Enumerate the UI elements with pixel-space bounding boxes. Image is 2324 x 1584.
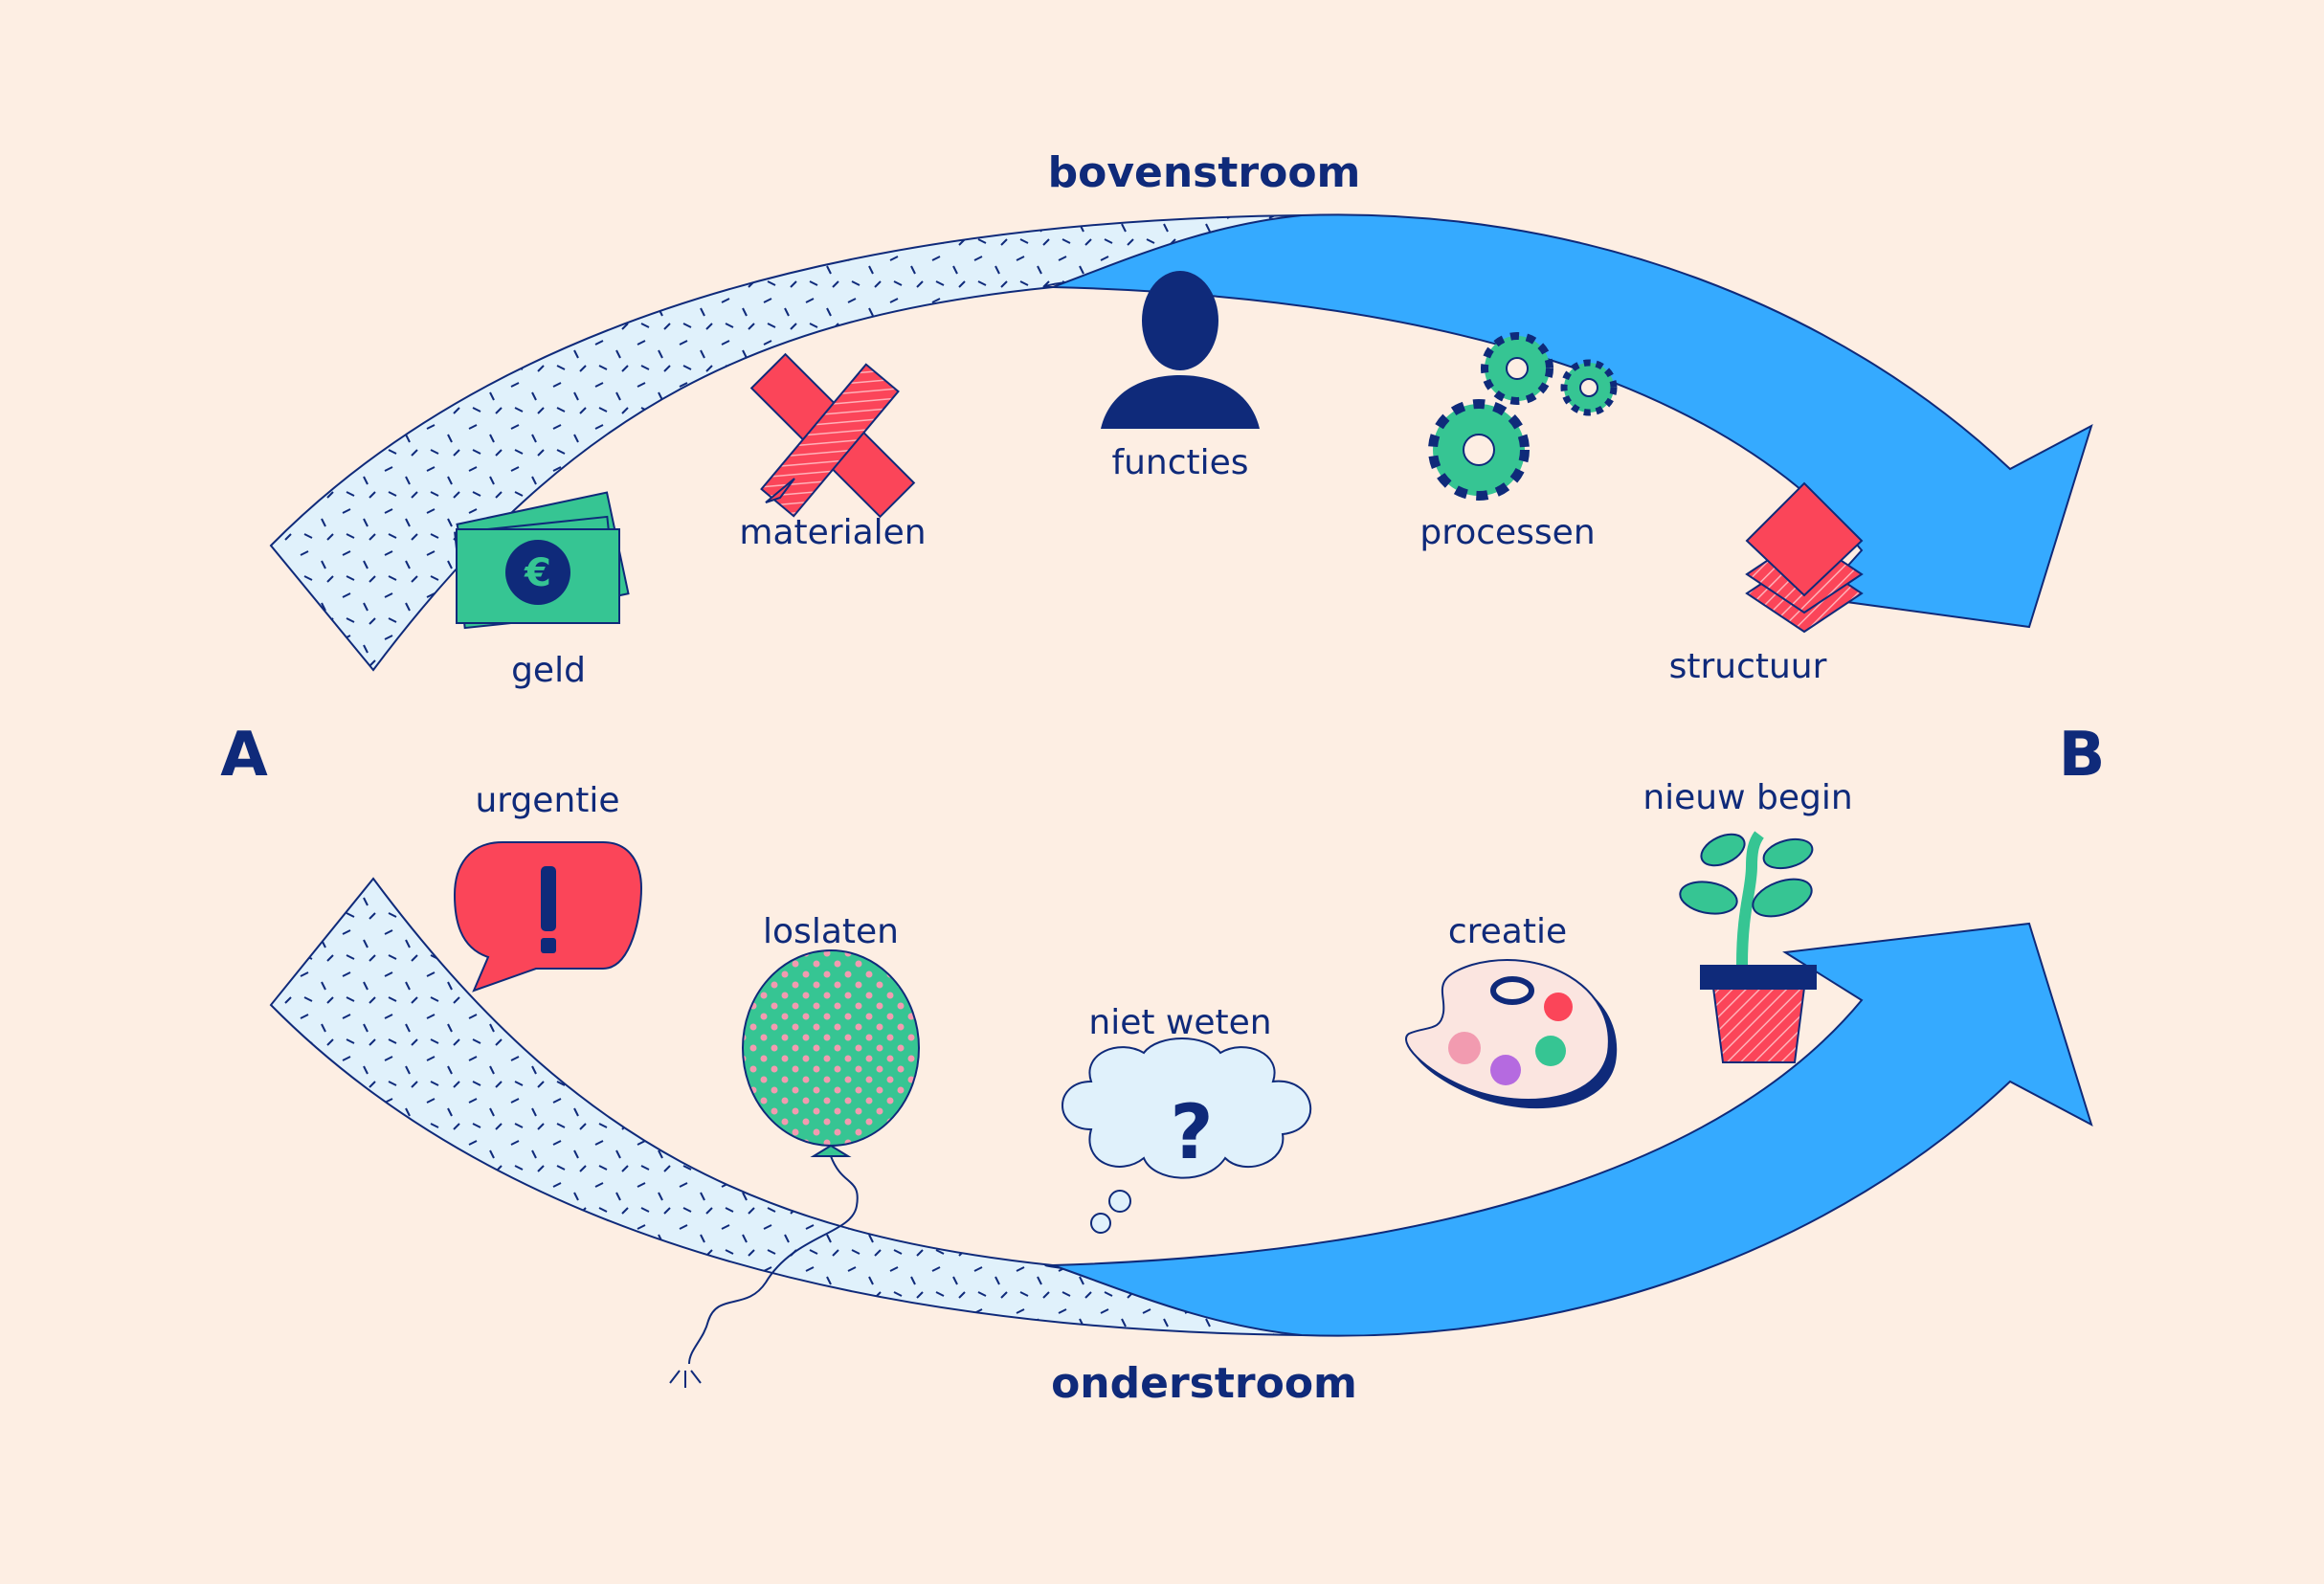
item-geld-label: geld — [511, 651, 586, 690]
item-niet-weten: ? niet weten — [1061, 1003, 1312, 1234]
question-cloud-icon: ? — [1061, 1037, 1312, 1234]
top-arrow-body — [1052, 213, 2093, 629]
item-urgentie: urgentie — [453, 781, 643, 993]
start-label: A — [220, 720, 268, 791]
svg-text:€: € — [524, 551, 551, 595]
item-structuur-label: structuur — [1669, 647, 1827, 686]
item-materialen: materialen — [739, 352, 927, 552]
top-stream-arrow — [269, 213, 2093, 672]
item-nieuw-begin-label: nieuw begin — [1642, 778, 1852, 817]
gears-icon — [1428, 332, 1618, 501]
item-processen-label: processen — [1419, 513, 1595, 552]
item-creatie-label: creatie — [1448, 912, 1567, 951]
item-loslaten: loslaten — [669, 912, 920, 1388]
item-materialen-label: materialen — [739, 513, 926, 552]
plant-icon — [1679, 831, 1817, 1063]
top-stream-label: bovenstroom — [1048, 148, 1361, 197]
item-processen: processen — [1419, 332, 1618, 552]
item-geld: € geld — [454, 491, 630, 690]
exclamation-bubble-icon — [453, 841, 643, 993]
balloon-icon — [669, 949, 920, 1388]
layers-icon — [1745, 481, 1864, 634]
end-label: B — [2059, 720, 2106, 791]
person-icon — [1101, 271, 1260, 429]
svg-text:?: ? — [1170, 1090, 1213, 1176]
item-structuur: structuur — [1669, 481, 1864, 686]
pencil-ruler-icon — [749, 352, 916, 519]
palette-icon — [1405, 959, 1618, 1109]
bottom-stream-label: onderstroom — [1051, 1359, 1357, 1408]
item-functies-label: functies — [1111, 443, 1248, 482]
item-urgentie-label: urgentie — [475, 781, 619, 820]
item-niet-weten-label: niet weten — [1088, 1003, 1271, 1042]
item-creatie: creatie — [1405, 912, 1618, 1109]
item-nieuw-begin: nieuw begin — [1642, 778, 1853, 1063]
bottom-arrow-body — [1052, 922, 2093, 1337]
item-functies: functies — [1101, 271, 1260, 482]
bottom-stream-arrow — [269, 877, 2093, 1337]
money-icon: € — [454, 491, 630, 630]
item-loslaten-label: loslaten — [763, 912, 899, 951]
